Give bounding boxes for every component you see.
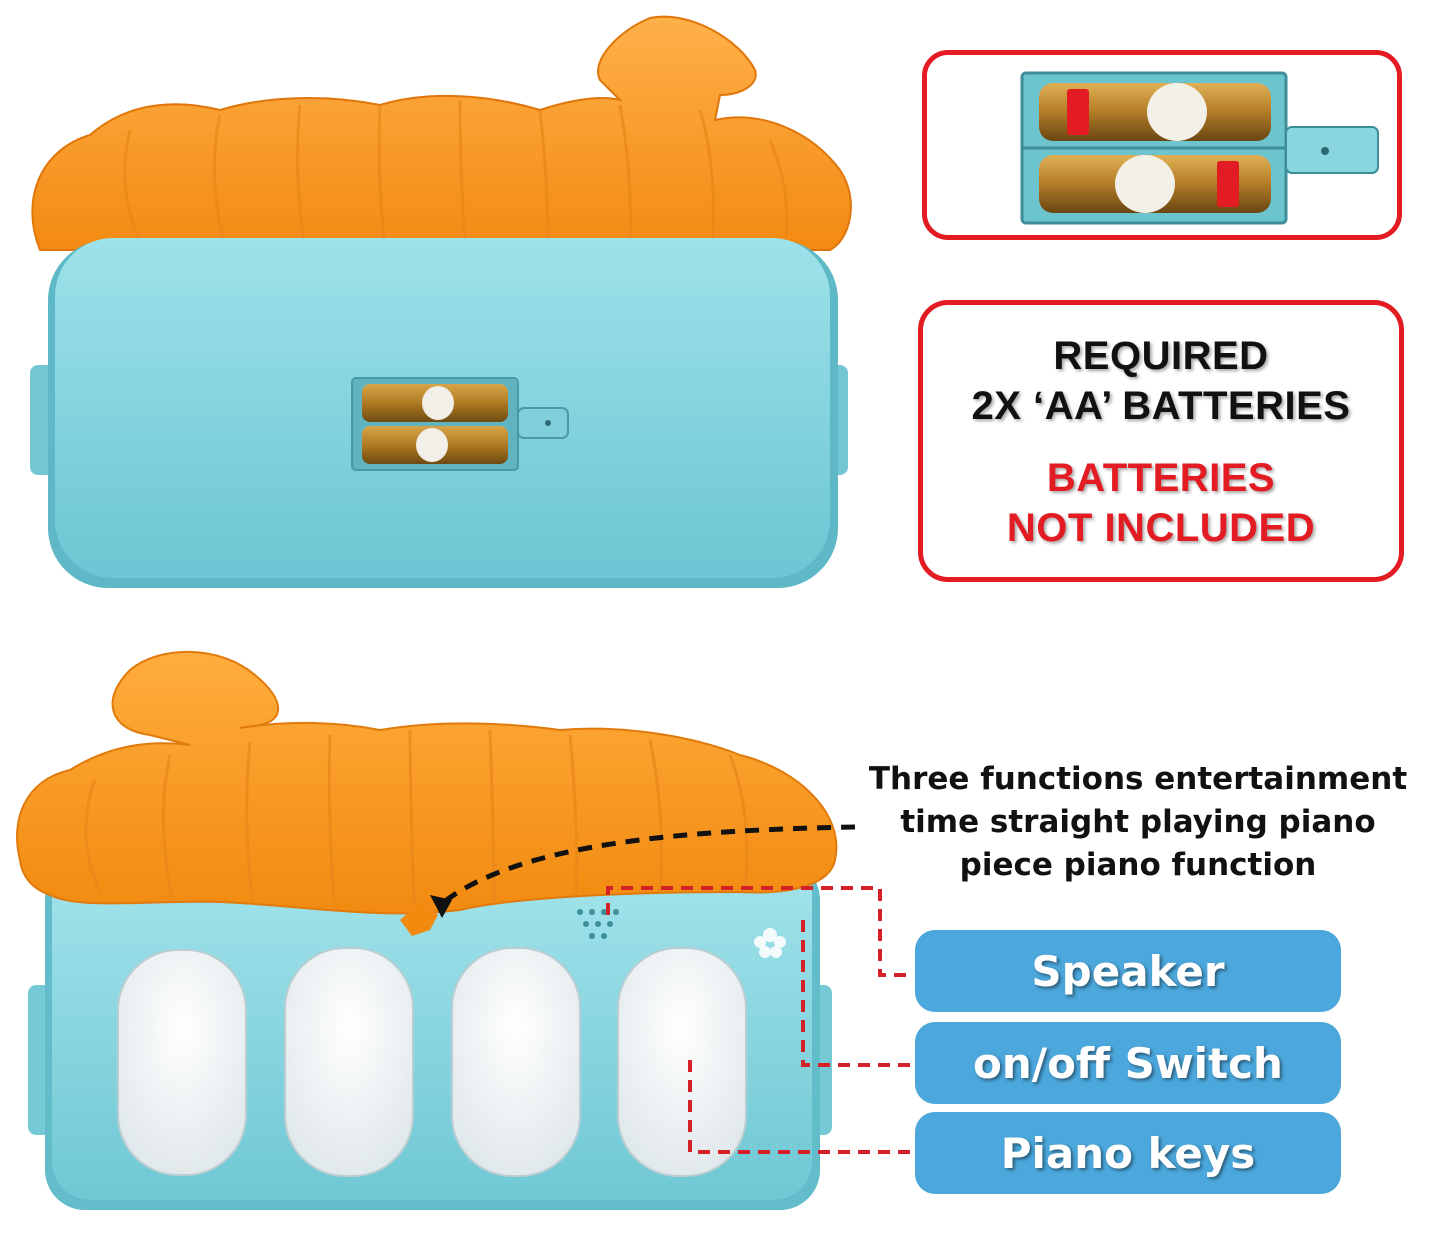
functions-line-2: time straight playing piano	[900, 804, 1376, 840]
battery-requirement-notice: REQUIRED 2X ‘AA’ BATTERIES BATTERIES NOT…	[918, 300, 1404, 582]
toy-back-photo	[0, 0, 880, 600]
piano-keys-label: Piano keys	[915, 1112, 1341, 1194]
speaker-label: Speaker	[915, 930, 1341, 1012]
functions-line-3: piece piano function	[959, 847, 1317, 883]
functions-description: Three functions entertainment time strai…	[848, 758, 1428, 887]
functions-line-1: Three functions entertainment	[868, 761, 1408, 797]
batteries-warning-line2: NOT INCLUDED	[1006, 506, 1316, 550]
switch-label: on/off Switch	[915, 1022, 1341, 1104]
required-heading: REQUIRED	[1053, 334, 1269, 378]
battery-closeup-callout	[922, 50, 1402, 240]
batteries-warning-line1: BATTERIES	[1046, 456, 1276, 500]
batteries-type-text: 2X ‘AA’ BATTERIES	[971, 384, 1351, 428]
